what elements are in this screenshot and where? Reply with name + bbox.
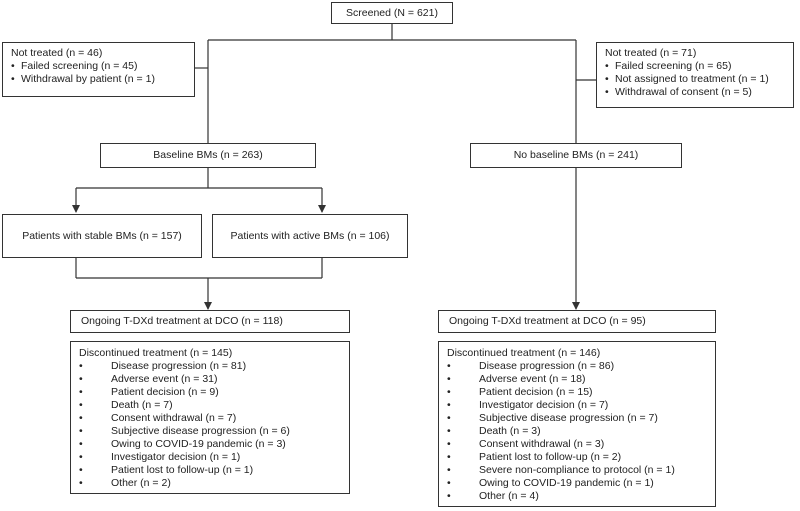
right-not-treated-box: Not treated (n = 71) •Failed screening (… (596, 42, 794, 108)
list-item: •Withdrawal of consent (n = 5) (605, 86, 752, 98)
list-item: •Adverse event (n = 31) (79, 373, 218, 385)
right-ongoing-label: Ongoing T-DXd treatment at DCO (n = 95) (449, 315, 646, 327)
left-discontinued-box: Discontinued treatment (n = 145) •Diseas… (70, 341, 350, 494)
active-bms-label: Patients with active BMs (n = 106) (230, 229, 390, 242)
right-ongoing-box: Ongoing T-DXd treatment at DCO (n = 95) (438, 310, 716, 333)
list-item: •Consent withdrawal (n = 7) (79, 412, 237, 424)
screened-box: Screened (N = 621) (331, 2, 453, 24)
list-item: •Adverse event (n = 18) (447, 373, 586, 385)
list-item: •Failed screening (n = 45) (11, 60, 138, 72)
list-item: •Other (n = 4) (447, 490, 539, 502)
right-discontinued-title: Discontinued treatment (n = 146) (447, 347, 601, 359)
list-item: •Owing to COVID-19 pandemic (n = 1) (447, 477, 654, 489)
no-baseline-bms-label: No baseline BMs (n = 241) (513, 149, 639, 161)
list-item: •Investigator decision (n = 7) (447, 399, 609, 411)
no-baseline-bms-box: No baseline BMs (n = 241) (470, 143, 682, 168)
list-item: •Subjective disease progression (n = 6) (79, 425, 290, 437)
list-item: •Disease progression (n = 81) (79, 360, 247, 372)
list-item: •Failed screening (n = 65) (605, 60, 732, 72)
list-item: •Patient lost to follow-up (n = 2) (447, 451, 622, 463)
stable-bms-label: Patients with stable BMs (n = 157) (22, 229, 182, 242)
active-bms-box: Patients with active BMs (n = 106) (212, 214, 408, 258)
left-not-treated-box: Not treated (n = 46) •Failed screening (… (2, 42, 195, 97)
baseline-bms-box: Baseline BMs (n = 263) (100, 143, 316, 168)
list-item: •Consent withdrawal (n = 3) (447, 438, 605, 450)
left-discontinued-title: Discontinued treatment (n = 145) (79, 347, 233, 359)
list-item: •Not assigned to treatment (n = 1) (605, 73, 769, 85)
list-item: •Patient lost to follow-up (n = 1) (79, 464, 254, 476)
list-item: •Owing to COVID-19 pandemic (n = 3) (79, 438, 286, 450)
left-ongoing-label: Ongoing T-DXd treatment at DCO (n = 118) (81, 315, 283, 327)
list-item: •Disease progression (n = 86) (447, 360, 615, 372)
left-not-treated-title: Not treated (n = 46) (11, 47, 103, 59)
list-item: •Death (n = 7) (79, 399, 173, 411)
stable-bms-box: Patients with stable BMs (n = 157) (2, 214, 202, 258)
left-ongoing-box: Ongoing T-DXd treatment at DCO (n = 118) (70, 310, 350, 333)
right-discontinued-box: Discontinued treatment (n = 146) •Diseas… (438, 341, 716, 507)
list-item: •Patient decision (n = 9) (79, 386, 219, 398)
baseline-bms-label: Baseline BMs (n = 263) (153, 149, 263, 161)
right-not-treated-title: Not treated (n = 71) (605, 47, 697, 59)
list-item: •Patient decision (n = 15) (447, 386, 593, 398)
list-item: •Subjective disease progression (n = 7) (447, 412, 658, 424)
screened-label: Screened (N = 621) (346, 6, 438, 19)
list-item: •Death (n = 3) (447, 425, 541, 437)
list-item: •Investigator decision (n = 1) (79, 451, 241, 463)
list-item: •Withdrawal by patient (n = 1) (11, 73, 155, 85)
list-item: •Severe non-compliance to protocol (n = … (447, 464, 675, 476)
list-item: •Other (n = 2) (79, 477, 171, 489)
